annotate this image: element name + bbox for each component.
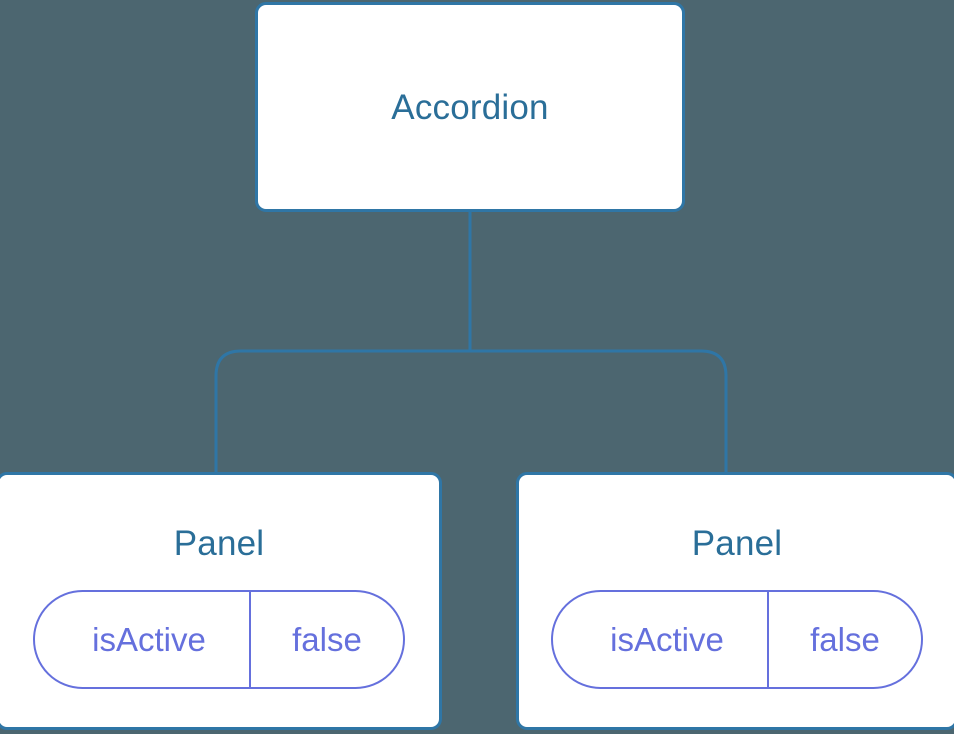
edge-root-to-panel-right (470, 349, 728, 474)
node-panel-2[interactable]: Panel isActive false (516, 472, 954, 730)
prop-value-isactive-2: false (767, 592, 921, 687)
edge-root-to-panel-left (214, 349, 470, 474)
prop-value-isactive-1: false (249, 592, 403, 687)
prop-key-isactive-2: isActive (610, 621, 724, 658)
prop-pill-isactive-1[interactable]: isActive false (33, 590, 405, 689)
node-panel-1-title: Panel (173, 524, 265, 563)
node-panel-1[interactable]: Panel isActive false (0, 472, 442, 730)
node-panel-2-title: Panel (691, 524, 783, 563)
prop-key-isactive-1: isActive (92, 621, 206, 658)
node-accordion-title: Accordion (391, 87, 549, 127)
node-accordion[interactable]: Accordion (255, 2, 685, 212)
prop-pill-isactive-2[interactable]: isActive false (551, 590, 923, 689)
